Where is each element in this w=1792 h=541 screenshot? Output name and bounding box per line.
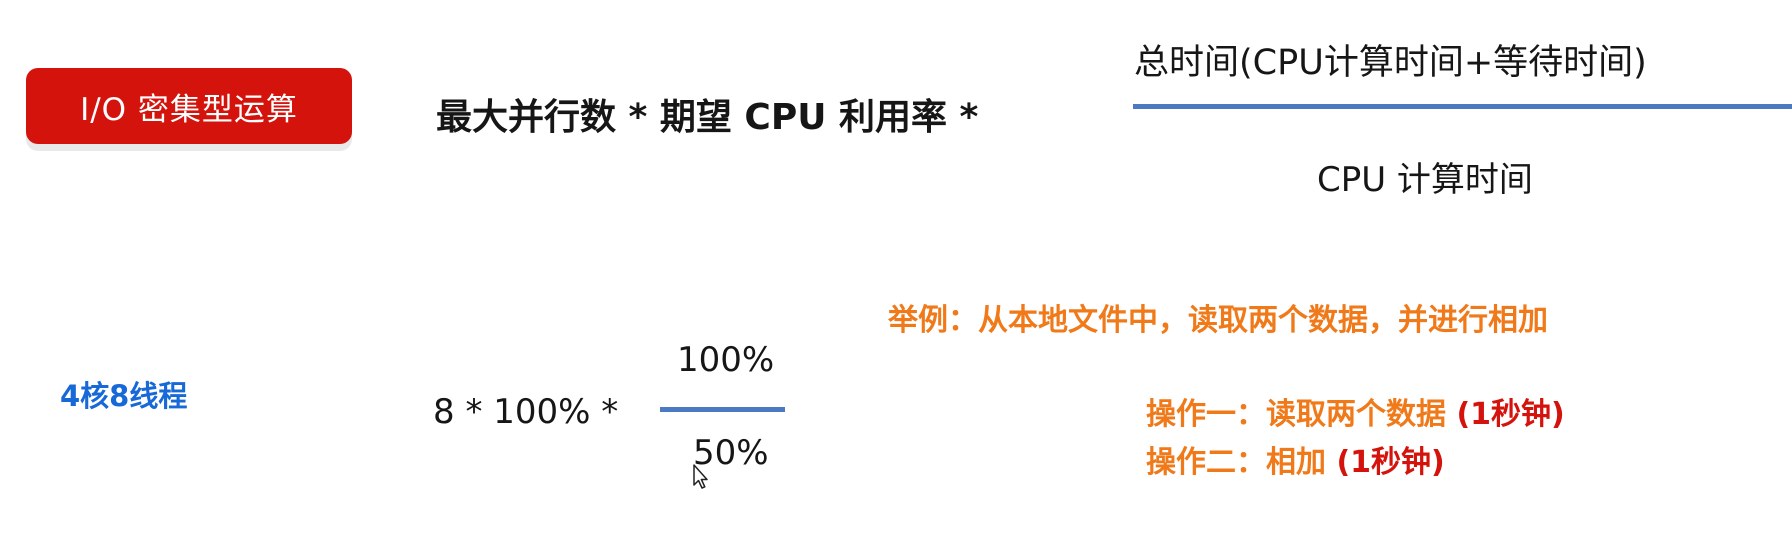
io-intensive-badge: I/O 密集型运算 xyxy=(26,68,352,144)
operation-one-main: 读取两个数据 xyxy=(1266,397,1446,432)
operation-two: 操作二：相加 (1秒钟) xyxy=(1146,437,1445,481)
mouse-pointer-icon xyxy=(693,464,708,489)
operation-one-prefix: 操作一： xyxy=(1146,397,1266,432)
operation-two-prefix: 操作二： xyxy=(1146,445,1266,480)
operation-one: 操作一：读取两个数据 (1秒钟) xyxy=(1146,389,1565,433)
example-title: 举例：从本地文件中，读取两个数据，并进行相加 xyxy=(888,303,1548,338)
operation-one-time: (1秒钟) xyxy=(1456,397,1565,432)
formula-numerator: 总时间(CPU计算时间+等待时间) xyxy=(1134,43,1647,83)
cpu-core-label: 4核8线程 xyxy=(60,379,188,413)
example-fraction-line xyxy=(660,407,785,412)
operation-two-time: (1秒钟) xyxy=(1336,445,1445,480)
operation-two-main: 相加 xyxy=(1266,445,1326,480)
io-intensive-label: I/O 密集型运算 xyxy=(80,91,298,128)
example-left-text: 8 * 100% * xyxy=(433,392,619,432)
formula-denominator: CPU 计算时间 xyxy=(1317,160,1533,200)
example-denominator: 50% xyxy=(693,433,769,473)
formula-left-text: 最大并行数 * 期望 CPU 利用率 * xyxy=(436,97,979,138)
formula-fraction-line xyxy=(1133,104,1792,109)
example-numerator: 100% xyxy=(677,340,775,380)
